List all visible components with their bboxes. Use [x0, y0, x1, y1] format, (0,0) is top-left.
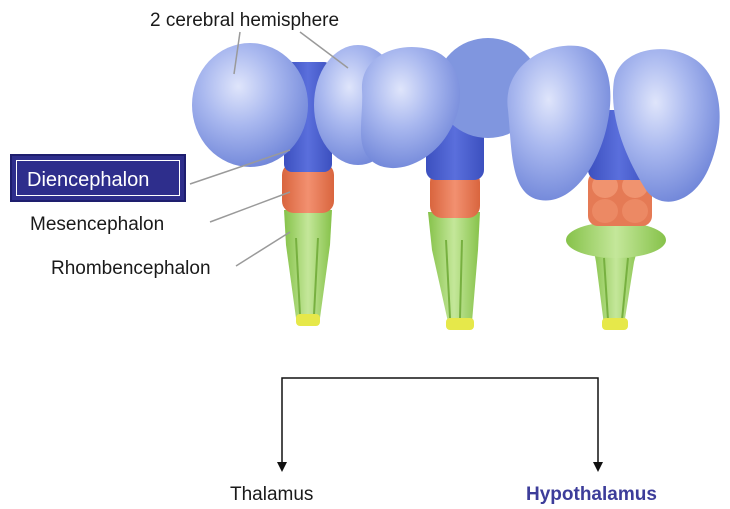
hypothalamus-label: Hypothalamus	[526, 485, 657, 504]
stage1-spinal-tip	[296, 314, 320, 326]
stage1-left-hemisphere	[192, 43, 308, 167]
bracket-line	[282, 378, 598, 468]
mesencephalon-label: Mesencephalon	[30, 215, 164, 234]
brain-stage-3	[507, 46, 719, 330]
rhombencephalon-leader	[236, 232, 290, 266]
diencephalon-label: Diencephalon	[27, 170, 149, 190]
arrow-head-thalamus	[277, 462, 287, 472]
mesencephalon-leader	[210, 192, 290, 222]
stage1-rhombencephalon	[284, 210, 332, 318]
stage3-pons	[566, 222, 666, 258]
bracket-arrows	[282, 378, 598, 468]
stage2-rhombencephalon	[428, 212, 480, 322]
stage3-spinal-tip	[602, 318, 628, 330]
rhombencephalon-label: Rhombencephalon	[51, 259, 211, 278]
thalamus-label: Thalamus	[230, 485, 313, 504]
stage2-spinal-tip	[446, 318, 474, 330]
arrow-head-hypothalamus	[593, 462, 603, 472]
cerebral-hemisphere-label: 2 cerebral hemisphere	[150, 11, 339, 30]
